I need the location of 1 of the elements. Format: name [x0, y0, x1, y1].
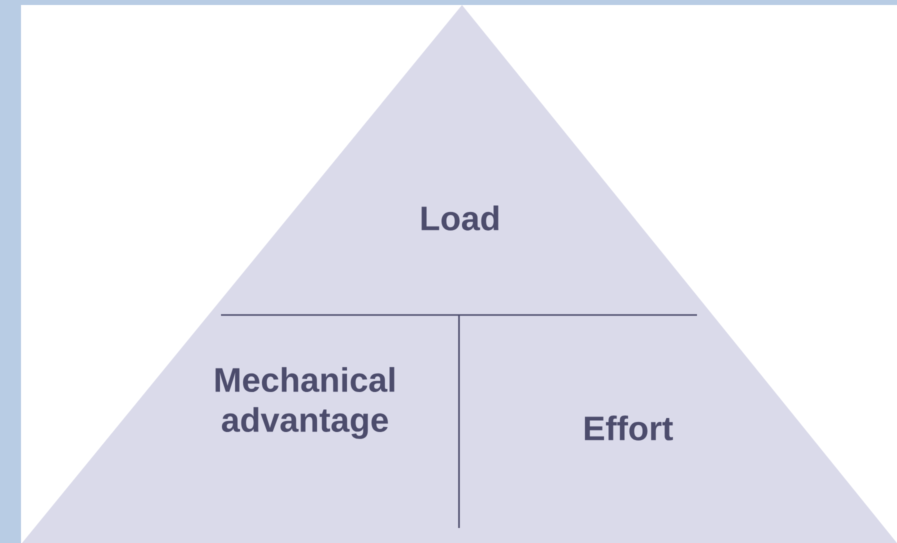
- triangle-diagram: Load Mechanical advantage Effort: [22, 5, 897, 543]
